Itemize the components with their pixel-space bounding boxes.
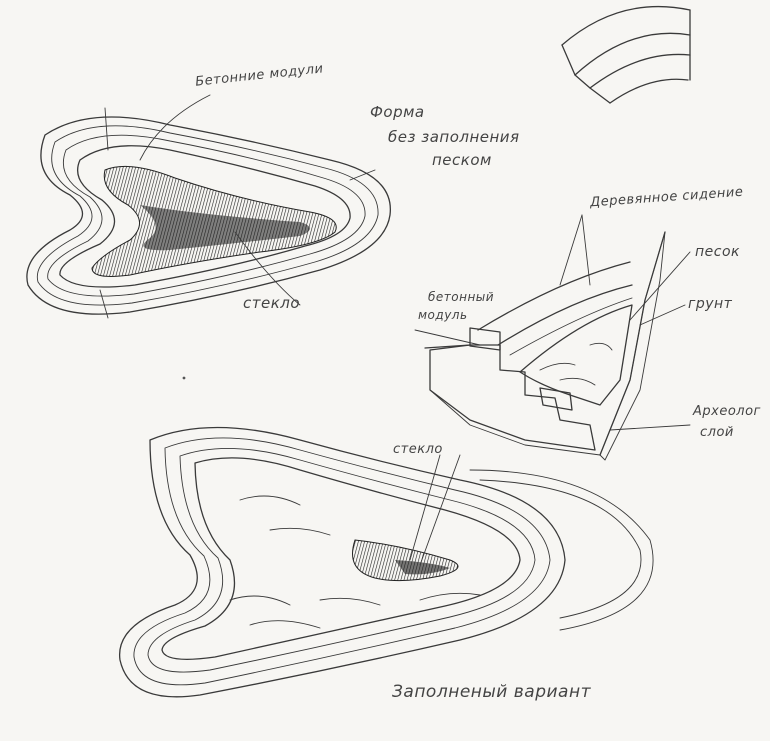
stray-dot	[182, 376, 186, 380]
label-glass-top: стекло	[243, 294, 301, 312]
pool-filled-sketch	[119, 426, 654, 698]
leader-line-bottom	[409, 454, 461, 566]
label-form-line2: без заполнения	[388, 128, 520, 146]
label-arch-layer-2: слой	[700, 425, 734, 440]
pool-empty-sketch	[26, 107, 391, 319]
label-form-line1: Форма	[370, 103, 425, 121]
label-filled-variant: Заполненый вариант	[392, 682, 591, 702]
label-concrete-module-2: модуль	[418, 308, 468, 322]
label-arch-layer-1: Археолог	[693, 404, 761, 419]
label-soil: грунт	[688, 296, 733, 312]
arc-segment-sketch	[561, 5, 691, 104]
label-form-line3: песком	[432, 151, 492, 169]
leader-lines-top	[139, 94, 301, 306]
label-concrete-module-1: бетонный	[428, 290, 495, 304]
cross-section-sketch	[424, 231, 666, 461]
label-sand: песок	[695, 244, 740, 260]
label-glass-bottom: стекло	[393, 442, 443, 457]
leader-lines-section	[414, 214, 691, 431]
